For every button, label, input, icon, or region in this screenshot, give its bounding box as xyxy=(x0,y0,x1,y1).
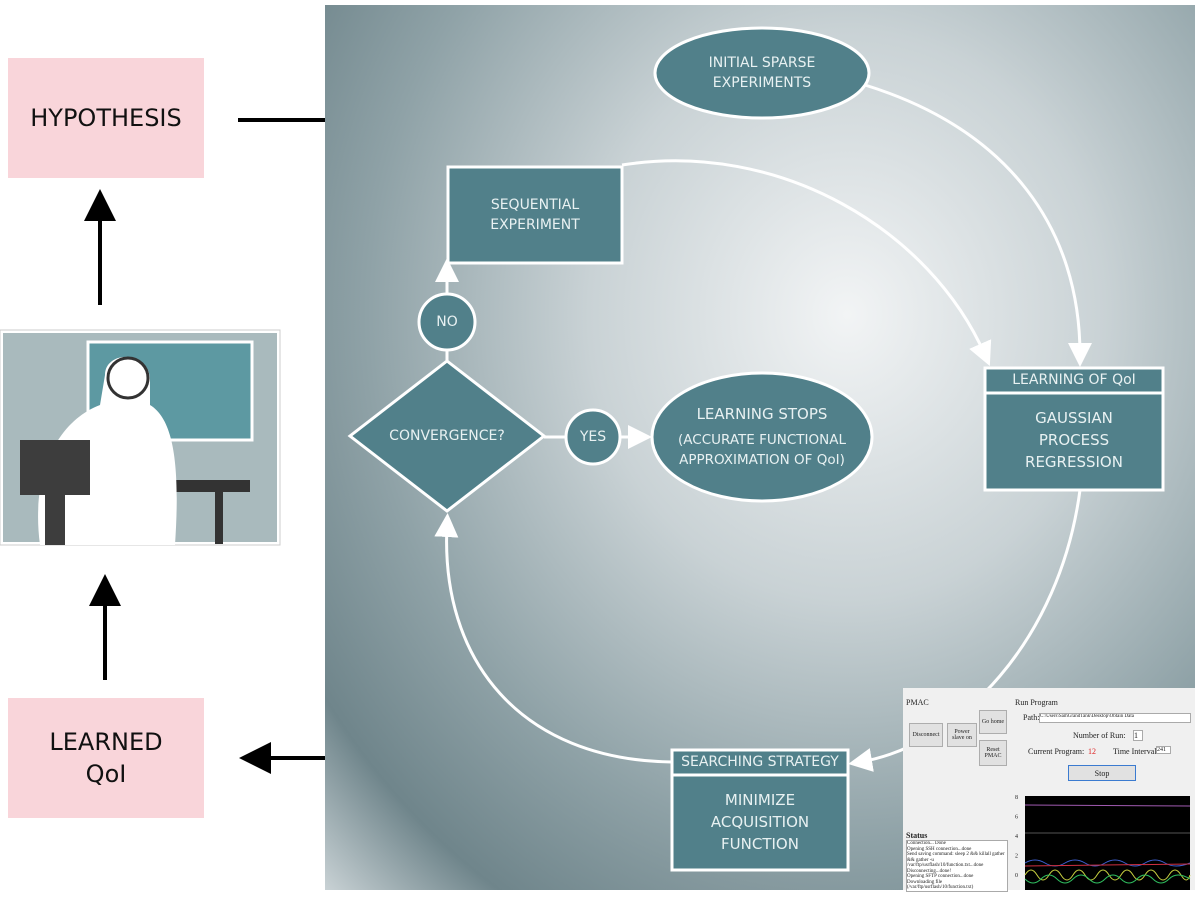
learning-header xyxy=(983,366,1165,395)
yes-label: YES xyxy=(579,428,607,445)
num-runs-label: Number of Run: xyxy=(1073,731,1126,740)
run-program-label: Run Program xyxy=(1015,698,1058,707)
convergence-decision xyxy=(347,359,547,513)
log-line: Connection... Done xyxy=(907,841,946,846)
power-button[interactable]: Power slave on xyxy=(947,723,977,747)
researcher-illustration xyxy=(0,329,281,546)
qoi-label: QoI xyxy=(85,760,127,788)
disconnect-button[interactable]: Disconnect xyxy=(909,723,943,747)
no-label: NO xyxy=(436,313,458,330)
sequential-experiment-node xyxy=(446,165,624,265)
path-input[interactable]: C:\Users\SamGrandTank\Desktop\Obtain Dat… xyxy=(1039,713,1191,723)
pmac-label: PMAC xyxy=(906,698,929,707)
learning-stops-node xyxy=(650,371,874,503)
y-tick-label: 0 xyxy=(1015,873,1018,879)
log-line: ...done xyxy=(907,891,1007,892)
current-program-label: Current Program: xyxy=(1028,747,1085,756)
no-node xyxy=(417,292,477,352)
log-line: Disconnecting...done! xyxy=(907,868,952,874)
initial-experiments-node xyxy=(653,26,871,120)
learning-header-label: LEARNING OF QoI xyxy=(1012,372,1136,389)
status-label: Status xyxy=(906,831,928,840)
hypothesis-box: HYPOTHESIS xyxy=(8,58,204,178)
log-line: Opening SSH connection...done xyxy=(907,846,972,852)
hypothesis-label: HYPOTHESIS xyxy=(30,103,182,132)
log-line: Opening SFTP connection...done xyxy=(907,874,974,879)
convergence-label: CONVERGENCE? xyxy=(389,427,505,444)
log-line: Downloading file (/var/ftp/usrflash/10/f… xyxy=(907,879,974,891)
y-tick-label: 8 xyxy=(1015,795,1018,801)
stop-button[interactable]: Stop xyxy=(1068,765,1136,781)
y-tick-label: 4 xyxy=(1015,834,1018,840)
y-tick-label: 6 xyxy=(1015,815,1018,821)
search-header-label: SEARCHING STRATEGY xyxy=(681,754,839,771)
y-tick-label: 2 xyxy=(1015,854,1018,860)
num-runs-input[interactable]: 1 xyxy=(1133,730,1143,741)
gpr-node xyxy=(983,391,1165,492)
sensor-plot: 8 6 4 2 0 xyxy=(1015,795,1191,890)
reset-button[interactable]: Reset PMAC xyxy=(979,740,1007,766)
time-interval-label: Time Interval: xyxy=(1113,747,1159,756)
search-header xyxy=(670,748,850,777)
log-line: Send saving command: sleep 2 && killall … xyxy=(907,852,1005,868)
yes-node xyxy=(564,408,622,466)
current-program-value: 12 xyxy=(1088,747,1096,756)
learned-qoi-box: LEARNED QoI xyxy=(8,698,204,818)
go-home-button[interactable]: Go home xyxy=(979,710,1007,734)
minimize-node xyxy=(670,773,850,872)
control-software-window: PMAC Disconnect Power slave on Go home R… xyxy=(903,688,1195,892)
time-interval-input[interactable]: 241 xyxy=(1156,746,1171,754)
path-label: Path: xyxy=(1023,713,1040,722)
learned-label: LEARNED xyxy=(49,727,163,756)
left-arrows xyxy=(0,118,325,774)
